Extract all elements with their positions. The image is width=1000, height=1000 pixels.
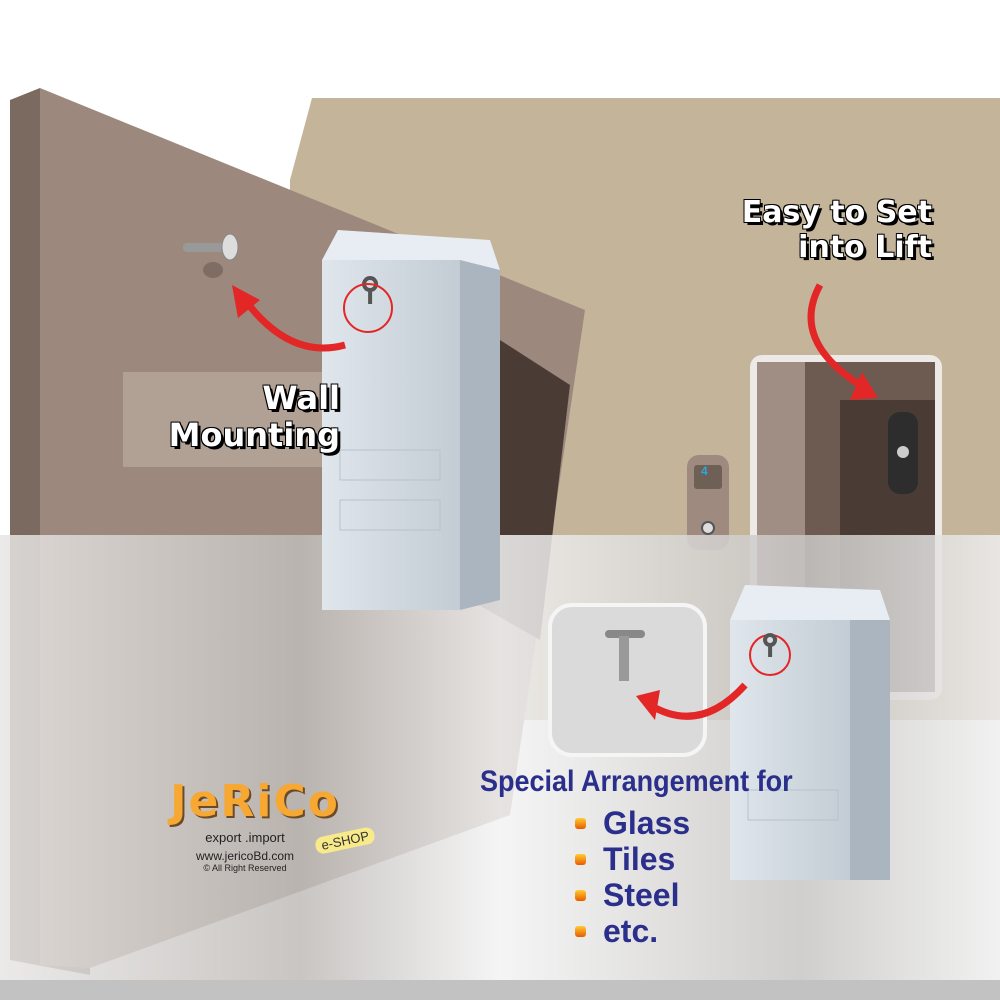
logo-tagline: export .import: [205, 830, 285, 845]
list-item: Steel: [575, 877, 690, 913]
copyright: © All Right Reserved: [203, 863, 287, 873]
logo-wordmark: JeRiCo: [170, 776, 340, 827]
list-item: etc.: [575, 913, 690, 949]
nail-icon: [183, 243, 228, 252]
special-arrangement-title: Special Arrangement for: [480, 765, 793, 798]
list-item: Tiles: [575, 841, 690, 877]
floor-number: 4: [701, 464, 708, 478]
dispenser-wall: [322, 230, 500, 610]
arrow-icon: [648, 682, 748, 720]
list-item-label: Steel: [603, 877, 680, 913]
lift-button: [701, 521, 715, 535]
website-url: www.jericoBd.com: [195, 849, 295, 863]
list-item-label: etc.: [603, 913, 659, 949]
bullet-icon: [575, 889, 586, 901]
lift-callout: Easy to Set into Lift: [700, 195, 932, 265]
arrow-icon: [242, 297, 346, 352]
bullet-icon: [575, 817, 586, 829]
list-item: Glass: [575, 805, 690, 841]
callout-line: into Lift: [798, 229, 932, 265]
wall-mounting-callout: Wall Mounting: [150, 380, 340, 454]
keyhole-highlight: [343, 283, 393, 333]
callout-line: Mounting: [168, 415, 340, 454]
list-item-label: Tiles: [603, 841, 676, 877]
bullet-icon: [575, 853, 586, 865]
dispenser-glass: [730, 585, 890, 880]
callout-line: Easy to Set: [741, 195, 932, 230]
jerico-logo: JeRiCo e-SHOP export .import www.jericoB…: [155, 780, 395, 873]
surface-list: Glass Tiles Steel etc.: [575, 805, 690, 949]
arrow-icon: [807, 283, 862, 388]
callout-line: Wall: [262, 379, 340, 417]
list-item-label: Glass: [603, 805, 691, 841]
bullet-icon: [575, 925, 586, 937]
